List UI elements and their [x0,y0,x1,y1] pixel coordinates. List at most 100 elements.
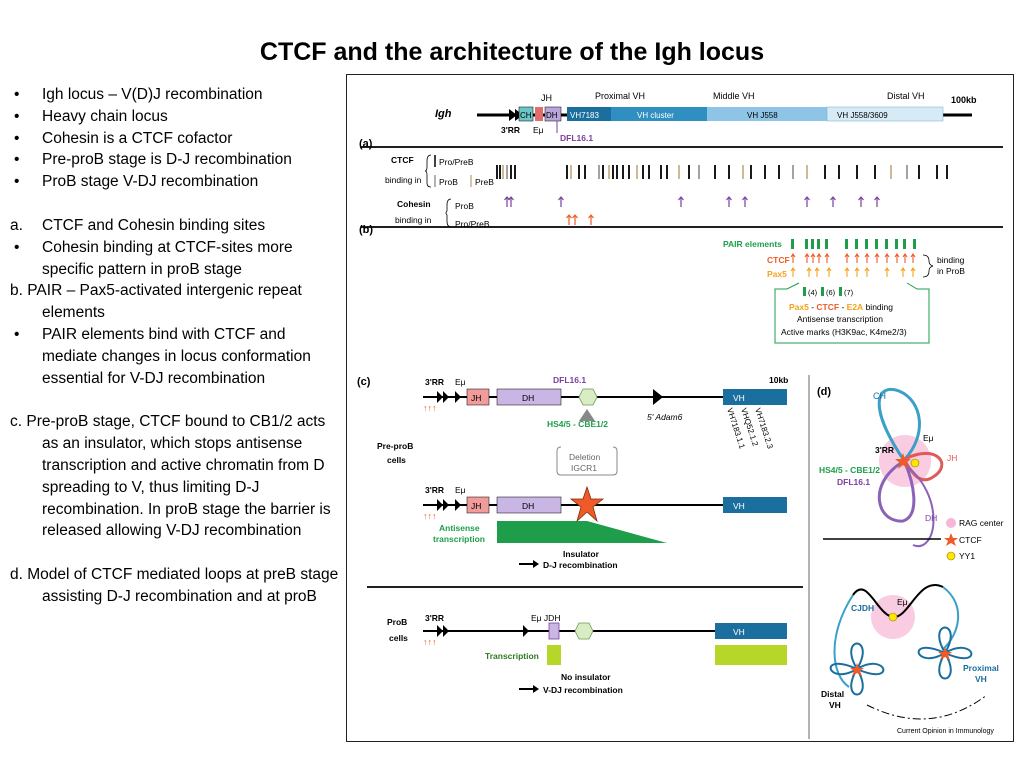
item-marker: a. [10,216,23,234]
c-emu-label: Eμ [455,377,466,387]
item-b: b. PAIR – Pax5-activated intergenic repe… [10,282,302,322]
c-transcription-bar-2 [715,645,787,665]
ctcf-arrow [874,253,880,263]
pair-mark [845,239,848,249]
c-jh-box-2 [466,496,490,514]
bullet-text: Cohesin is a CTCF cofactor [42,129,233,147]
d-legend-yy1: YY1 [959,551,975,561]
pax5-arrow [910,267,916,277]
box-line-1: Pax5 - CTCF - E2A binding [789,302,893,312]
pax5-b-label: Pax5 [767,269,787,279]
pair-mark [805,239,808,249]
rr-arrows [509,109,523,121]
cohesin-arrow [678,196,684,207]
d-credit: Current Opinion in Immunology [897,728,994,735]
d-ctcf-star-top [895,453,911,469]
c-rr-arrows-2 [437,499,461,511]
pair-mark-6 [821,287,824,296]
c-adam-arrow [653,389,663,405]
c-antisense-label-1: Antisense [439,523,480,533]
pair-mark [903,239,906,249]
vcluster-text: VH cluster [637,111,674,120]
c-prob-label-1: ProB [387,617,407,627]
c-rr-label-3: 3'RR [425,613,444,623]
pax5-arrow [814,267,820,277]
cohesin-arrow [874,196,880,207]
binding-brace [922,254,934,278]
binding-in-label: binding in [385,175,422,185]
c-hs-label: HS4/5 - CBE1/2 [547,419,608,429]
c-vh-text-3: VH [733,627,745,637]
slide-title: CTCF and the architecture of the Igh loc… [259,38,765,66]
c-vh-text-1: VH [733,393,745,403]
c-deletion-brace [556,446,618,476]
cohesin-arrow [508,196,514,207]
c-preprob-label-1: Pre-proB [377,441,413,451]
bullet-prob: •ProB stage V-DJ recombination [14,173,259,191]
middle-label: Middle VH [713,91,755,101]
d-jh-label: JH [947,453,957,463]
v7183-box [567,107,611,121]
ctcf-arrow [894,253,900,263]
pair-mark [885,239,888,249]
pair-n7: (7) [844,288,854,297]
cohesin-binding-track [504,196,880,225]
c-arrowhead-2 [533,685,539,693]
ch-box [518,106,534,122]
c-prob-label-2: cells [389,633,408,643]
c-insulator-label: Insulator [563,549,600,559]
c-transcription-bar-1 [547,645,561,665]
item-d: d. Model of CTCF mediated loops at preB … [10,566,339,605]
panel-a-label: (a) [359,138,373,150]
bullet-text: ProB stage V-DJ recombination [42,173,259,191]
d-distal-label-2: VH [829,700,841,710]
pair-n6: (6) [826,288,836,297]
c-emujd-label: Eμ JDH [531,613,560,623]
pax5-arrow [790,267,796,277]
c-emu-label-2: Eμ [455,485,466,495]
pax5-arrow [844,267,850,277]
vj558-3609-text: VH J558/3609 [837,111,888,120]
c-vh-box-3 [715,623,787,639]
ctcf-binding-track [496,165,948,179]
c-small-arrows-1: ↑↑↑ [423,403,437,413]
c-arrowhead-1 [533,560,539,568]
jh-box [535,107,543,121]
dfl-label: DFL16.1 [560,133,593,143]
ctcf-pro-preb: Pro/PreB [439,157,474,167]
pair-mark [895,239,898,249]
bullet-igh: •Igh locus – V(D)J recombination [14,86,263,103]
pax5-arrow [854,267,860,277]
bullet-text: PAIR elements bind with CTCF and mediate… [42,325,311,387]
c-vdj-label: V-DJ recombination [543,685,623,695]
ctcf-binding-label: CTCF [391,155,414,165]
vj558-text: VH J558 [747,111,778,120]
rr-label: 3'RR [501,125,520,135]
ctcf-preb: PreB [475,177,494,187]
d-legend-yy1-swatch [946,551,956,561]
d-ch-label: CH [873,391,886,401]
c-rr-label: 3'RR [425,377,444,387]
d-hs-label: HS4/5 - CBE1/2 [819,465,880,475]
c-dh-text-2: DH [522,501,534,511]
cohesin-arrow [566,214,572,225]
c-vh-text-2: VH [733,501,745,511]
d-dh-label: DH [925,513,937,523]
cohesin-brace [445,198,452,228]
pair-track [790,239,916,277]
bullet-cohesin: •Cohesin is a CTCF cofactor [14,129,233,147]
box-line-2: Antisense transcription [797,314,883,324]
d-dh-tail [902,462,935,548]
cohesin-arrow [558,196,564,207]
d-distal-rosette [829,642,885,696]
d-dh-loop [877,461,916,523]
cohesin-binding-in: binding in [395,215,432,225]
bullet-heavy: •Heavy chain locus [14,107,168,125]
bullet-text: Cohesin binding at CTCF-sites more speci… [42,238,293,278]
jh-label: JH [541,93,552,103]
proximal-label: Proximal VH [595,91,645,101]
cohesin-arrow [504,196,510,207]
cohesin-arrow [726,196,732,207]
cohesin-arrow [742,196,748,207]
c-preprob-label-2: cells [387,455,406,465]
